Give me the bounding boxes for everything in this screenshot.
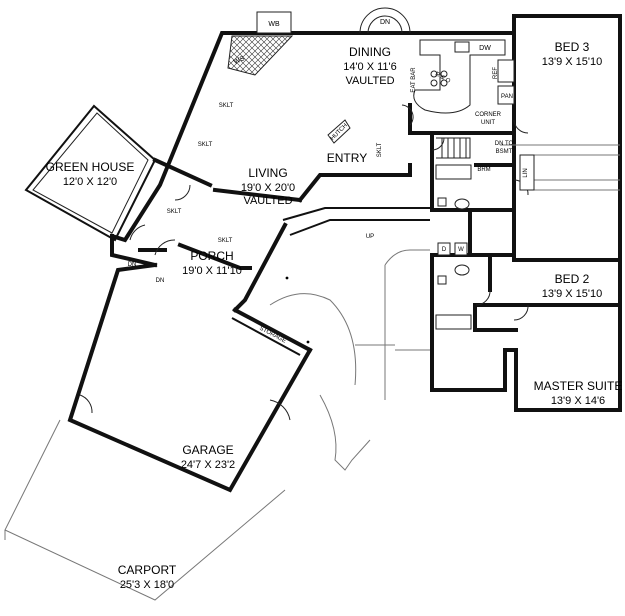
washer-label: W bbox=[458, 247, 464, 253]
dn-label-2: DN bbox=[156, 278, 165, 284]
living-note: VAULTED bbox=[243, 195, 292, 207]
fixtures bbox=[227, 11, 535, 344]
pantry bbox=[497, 85, 515, 105]
interior-walls bbox=[24, 103, 516, 493]
stair-down-top-label: DN bbox=[380, 19, 390, 26]
washer bbox=[454, 242, 468, 256]
sink-2 bbox=[454, 264, 470, 276]
bed3-dims: 13'9 X 15'10 bbox=[542, 56, 602, 68]
lin-label: LIN bbox=[523, 168, 529, 177]
bed3-label: BED 3 bbox=[555, 40, 590, 54]
porch-dims: 19'0 X 11'10 bbox=[182, 265, 242, 277]
refrigerator bbox=[497, 59, 515, 83]
skylight-label-3: SKLT bbox=[167, 209, 182, 215]
dn-bsmt-label-1: DN TO bbox=[495, 141, 514, 147]
wb-label: WB bbox=[268, 21, 280, 28]
skylight-label-1: SKLT bbox=[219, 103, 234, 109]
ref-label: REF bbox=[493, 67, 499, 79]
carport-label: CARPORT bbox=[118, 563, 177, 577]
dining-note: VAULTED bbox=[345, 75, 394, 87]
entry-label: ENTRY bbox=[327, 151, 367, 165]
dw-label: DW bbox=[479, 45, 491, 52]
wood-box bbox=[256, 11, 292, 34]
bathtub-1 bbox=[435, 164, 472, 180]
master-suite-dims: 13'9 X 14'6 bbox=[551, 395, 605, 407]
up-label: UP bbox=[366, 234, 374, 240]
site-lines bbox=[4, 144, 620, 601]
basement-stairs bbox=[436, 137, 471, 159]
bathtub-2 bbox=[435, 314, 472, 330]
living-dims: 19'0 X 20'0 bbox=[241, 182, 295, 194]
greenhouse-dims: 12'0 X 12'0 bbox=[63, 176, 117, 188]
skylight-label-5: SKLT bbox=[377, 142, 383, 157]
kitchen-counter bbox=[413, 39, 506, 114]
bed2-label: BED 2 bbox=[555, 272, 590, 286]
bed2-dims: 13'9 X 15'10 bbox=[542, 288, 602, 300]
dn-label-1: DN bbox=[128, 262, 137, 268]
fixture-labels: WB WS DN DW EAT BAR R & O REF PAN CORNER… bbox=[128, 19, 529, 345]
garage-label: GARAGE bbox=[182, 443, 233, 457]
linen-closet bbox=[519, 154, 535, 191]
garage-dims: 24'7 X 23'2 bbox=[181, 459, 235, 471]
dining-label: DINING bbox=[349, 45, 391, 59]
skylight-label-4: SKLT bbox=[218, 238, 233, 244]
living-label: LIVING bbox=[248, 166, 287, 180]
hutch bbox=[327, 119, 351, 144]
greenhouse-label: GREEN HOUSE bbox=[46, 160, 135, 174]
unit-label: UNIT bbox=[481, 120, 495, 126]
dryer-label: D bbox=[442, 247, 447, 253]
exterior-walls bbox=[109, 14, 622, 412]
pan-label: PAN bbox=[501, 94, 513, 100]
stair-down-top bbox=[367, 15, 403, 34]
ws-label: WS bbox=[233, 55, 246, 66]
skylight-label-2: SKLT bbox=[198, 142, 213, 148]
toilet-1 bbox=[437, 197, 447, 207]
eat-bar-label: EAT BAR bbox=[411, 67, 417, 93]
dining-dims: 14'0 X 11'6 bbox=[343, 61, 397, 73]
porch-label: PORCH bbox=[190, 249, 233, 263]
toilet-2 bbox=[437, 275, 447, 285]
dn-bsmt-label-2: BSMT bbox=[496, 149, 513, 155]
corner-label: CORNER bbox=[475, 112, 502, 118]
carport-dims: 25'3 X 18'0 bbox=[120, 579, 174, 591]
sink-1 bbox=[454, 198, 470, 210]
wood-stove bbox=[227, 35, 294, 76]
brm-label: BRM bbox=[477, 167, 490, 173]
master-suite-label: MASTER SUITE bbox=[534, 379, 623, 393]
room-labels: DINING 14'0 X 11'6 VAULTED BED 3 13'9 X … bbox=[46, 40, 623, 591]
dryer bbox=[437, 242, 451, 256]
